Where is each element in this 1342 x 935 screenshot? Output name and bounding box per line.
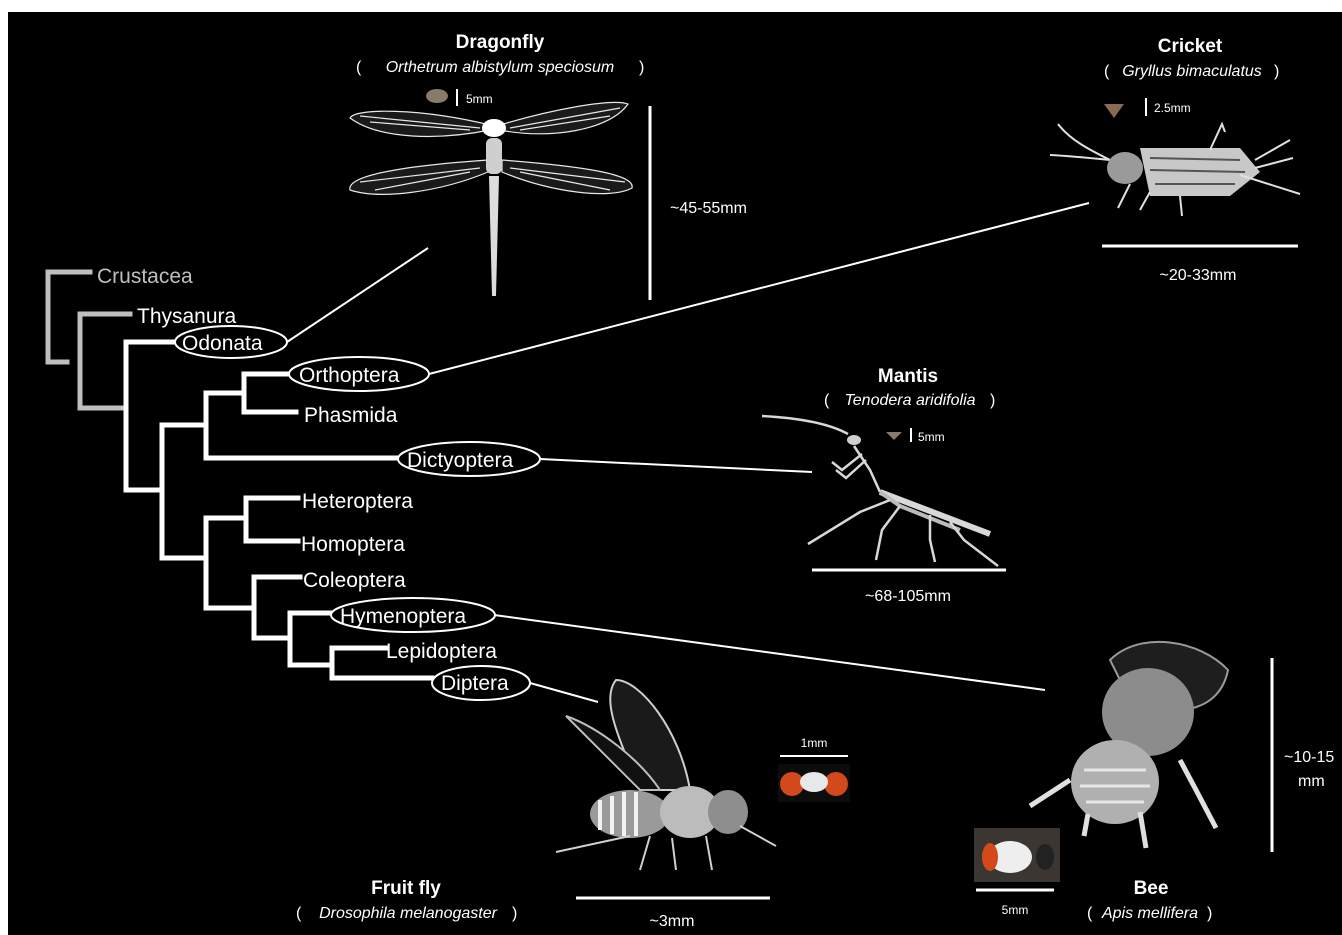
dragonfly-latin: Orthetrum albistylum speciosum bbox=[386, 59, 615, 76]
dragonfly-scale-label: 5mm bbox=[466, 92, 493, 106]
fruitfly-retina-icon bbox=[778, 764, 850, 802]
bee-scale-label: 5mm bbox=[1002, 903, 1029, 917]
dragonfly-icon bbox=[350, 102, 632, 296]
dragonfly-size-label: ~45-55mm bbox=[670, 200, 747, 217]
bee-panel: ~10-15 mm 5mm Bee ( Apis mellifera ) bbox=[974, 642, 1334, 922]
taxon-diptera: Diptera bbox=[441, 672, 509, 695]
taxon-hymenoptera: Hymenoptera bbox=[340, 605, 466, 628]
fruitfly-latin: Drosophila melanogaster bbox=[319, 905, 498, 922]
fruitfly-size-label: ~3mm bbox=[650, 913, 695, 930]
connector-diptera bbox=[530, 683, 598, 702]
taxon-thysanura: Thysanura bbox=[137, 305, 237, 328]
bee-icon bbox=[1030, 642, 1228, 848]
taxon-homoptera: Homoptera bbox=[301, 533, 405, 556]
taxon-heteroptera: Heteroptera bbox=[302, 490, 413, 513]
fruitfly-panel: 1mm Fruit fly ( Drosophila melanogaster … bbox=[296, 680, 850, 930]
mantis-scale-label: 5mm bbox=[918, 430, 945, 444]
paren-open: ( bbox=[1104, 63, 1110, 80]
mantis-latin: Tenodera aridifolia bbox=[844, 392, 975, 409]
paren-close: ) bbox=[639, 59, 644, 76]
taxon-odonata: Odonata bbox=[182, 332, 263, 355]
cricket-name: Cricket bbox=[1158, 36, 1223, 57]
fruit-fly-icon bbox=[556, 680, 776, 870]
paren-close: ) bbox=[990, 392, 995, 409]
fruitfly-name: Fruit fly bbox=[371, 878, 441, 899]
mantis-head-icon bbox=[886, 432, 902, 440]
cricket-panel: Cricket ( Gryllus bimaculatus ) 2.5mm ~2… bbox=[1050, 36, 1300, 284]
mantis-size-label: ~68-105mm bbox=[865, 588, 951, 605]
cricket-scale-label: 2.5mm bbox=[1154, 101, 1191, 115]
paren-open: ( bbox=[824, 392, 830, 409]
clade-main-vertical bbox=[162, 425, 206, 558]
clade-hetero-homo bbox=[246, 498, 298, 541]
dragonfly-head-icon bbox=[426, 89, 448, 103]
paren-open: ( bbox=[296, 905, 302, 922]
fruitfly-scale-label: 1mm bbox=[801, 736, 828, 750]
connector-odonata bbox=[287, 248, 428, 342]
bee-size-label-line1: ~10-15 bbox=[1284, 749, 1334, 766]
taxon-coleoptera: Coleoptera bbox=[303, 569, 406, 592]
taxon-dictyoptera: Dictyoptera bbox=[407, 449, 514, 472]
cricket-icon bbox=[1050, 124, 1300, 216]
taxon-lepidoptera: Lepidoptera bbox=[386, 640, 497, 663]
taxon-phasmida: Phasmida bbox=[304, 404, 398, 427]
bee-size-label-line2: mm bbox=[1298, 773, 1325, 790]
bee-name: Bee bbox=[1134, 878, 1169, 899]
connector-dictyoptera bbox=[540, 459, 812, 472]
clade-coleoptera bbox=[254, 577, 300, 638]
bee-latin: Apis mellifera bbox=[1101, 905, 1198, 922]
dragonfly-name: Dragonfly bbox=[456, 32, 545, 53]
paren-open: ( bbox=[1087, 905, 1093, 922]
mantis-panel: Mantis ( Tenodera aridifolia ) 5mm ~68-1… bbox=[762, 366, 1006, 605]
cricket-latin: Gryllus bimaculatus bbox=[1122, 63, 1262, 80]
mantis-name: Mantis bbox=[878, 366, 938, 387]
paren-open: ( bbox=[356, 59, 362, 76]
clade-hymenoptera bbox=[290, 613, 332, 665]
taxon-orthoptera: Orthoptera bbox=[299, 364, 400, 387]
crustacea-branch bbox=[48, 272, 90, 362]
cricket-size-label: ~20-33mm bbox=[1160, 267, 1237, 284]
connector-orthoptera bbox=[429, 203, 1089, 374]
paren-close: ) bbox=[512, 905, 517, 922]
cricket-head-icon bbox=[1104, 104, 1124, 118]
thysanura-branch bbox=[80, 314, 130, 408]
paren-close: ) bbox=[1207, 905, 1212, 922]
bee-head-icon bbox=[974, 828, 1060, 882]
odonata-branch bbox=[126, 342, 176, 490]
paren-close: ) bbox=[1274, 63, 1279, 80]
taxon-crustacea: Crustacea bbox=[97, 265, 193, 288]
mantis-icon bbox=[762, 416, 998, 566]
connector-hymenoptera bbox=[494, 615, 1045, 690]
clade-ortho-phasmida bbox=[244, 374, 296, 412]
